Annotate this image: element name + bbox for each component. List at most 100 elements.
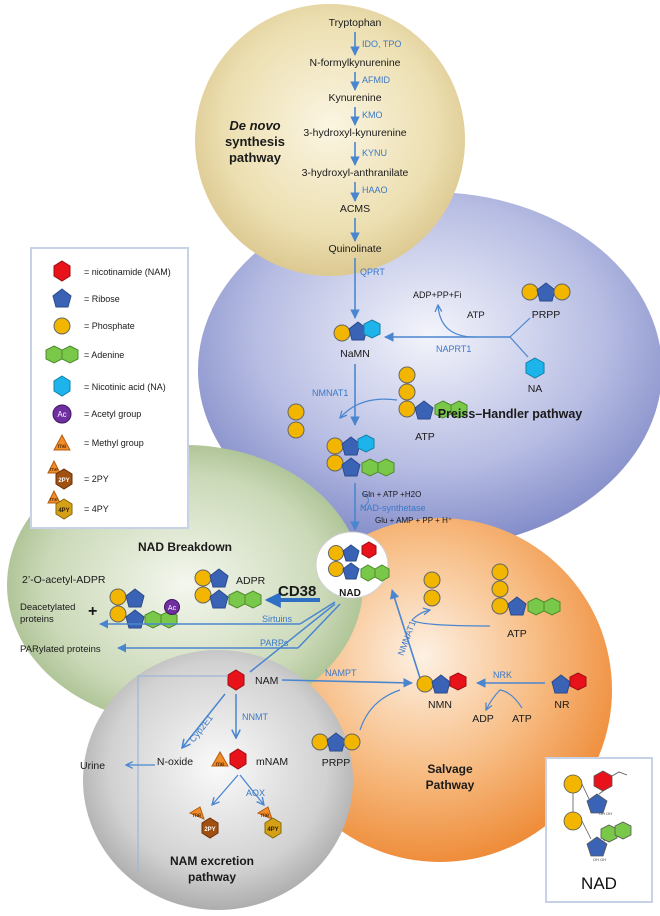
- salvage-title-line1: Salvage: [427, 762, 473, 776]
- yellow-circle-icon: [53, 317, 71, 335]
- arrow-atp-adp-nrk: [486, 689, 523, 710]
- line-nad-to-parps: [297, 603, 341, 649]
- legend-label-acetyl: = Acetyl group: [84, 409, 141, 419]
- 2py-molecule: me 2PY: [188, 806, 219, 839]
- arrow-nampt: [281, 678, 413, 688]
- enzyme-ido-tpo: IDO, TPO: [362, 39, 401, 49]
- excretion-region: [83, 650, 353, 910]
- 2py-icon: [47, 459, 73, 490]
- atp-label-salvage-2: ATP: [512, 713, 532, 725]
- svg-text:Ac: Ac: [168, 605, 177, 612]
- prpp-label-salvage: PRPP: [322, 757, 351, 769]
- prpp-molecule: [521, 282, 571, 302]
- phosphate-icon: [333, 324, 351, 342]
- arrow-aox-4py: [239, 774, 264, 805]
- step-n-formylkynurenine: N-formylkynurenine: [309, 57, 400, 69]
- legend-svg: = nicotinamide (NAM) = Ribose = Phosphat…: [45, 260, 171, 520]
- namn-label: NaMN: [340, 348, 370, 360]
- urine-bracket: [137, 675, 228, 873]
- orange-triangle-icon: [53, 433, 71, 451]
- enzyme-cd38: CD38: [278, 583, 316, 600]
- acetyl-adpr-label: 2’-O-acetyl-ADPR: [22, 574, 106, 586]
- cyan-hexagon-icon: [53, 375, 71, 397]
- 2py-legend-me: me: [50, 467, 58, 473]
- nam-label: NAM: [255, 675, 278, 687]
- arrow-cyp2e1: [182, 693, 226, 748]
- legend-panel: = nicotinamide (NAM) = Ribose = Phosphat…: [30, 247, 189, 529]
- line-prpp-join: [509, 317, 531, 338]
- arrow-atp-in: [340, 398, 398, 418]
- legend-label-nam: = nicotinamide (NAM): [84, 267, 171, 277]
- arrow-aox-2py: [212, 774, 239, 805]
- legend-item-4py: me 4PY = 4PY: [47, 489, 109, 520]
- mnam-me-glyph: me: [215, 761, 224, 768]
- step-kynurenine: Kynurenine: [328, 92, 381, 104]
- nad-structure-svg: OH OH OH OH NAD: [563, 770, 632, 893]
- enzyme-naprt1: NAPRT1: [436, 344, 471, 354]
- legend-label-adenine: = Adenine: [84, 350, 124, 360]
- enzyme-aox: AOX: [246, 788, 265, 798]
- legend-item-methyl: me = Methyl group: [53, 433, 144, 451]
- pyrophosphate-released: [287, 403, 305, 439]
- legend-label-4py: = 4PY: [84, 504, 109, 514]
- atp-molecule-preiss: [398, 366, 468, 420]
- 4py-glyph: 4PY: [267, 827, 278, 833]
- 4py-me-glyph: me: [261, 813, 270, 819]
- line-nad-to-nam: [249, 603, 336, 673]
- pp-released-salvage: [423, 571, 441, 607]
- denovo-pathway: Tryptophan N-formylkynurenine Kynurenine…: [225, 17, 409, 255]
- preiss-title: Preiss–Handler pathway: [438, 407, 583, 421]
- legend-item-adenine: = Adenine: [45, 345, 124, 364]
- 4py-icon: [47, 489, 73, 520]
- nr-molecule: [551, 672, 587, 694]
- enzyme-nampt: NAMPT: [325, 668, 357, 678]
- breakdown-title: NAD Breakdown: [138, 540, 232, 554]
- legend-item-2py: me 2PY = 2PY: [47, 459, 109, 490]
- line-na-join: [509, 336, 529, 358]
- adpr-label: ADPR: [236, 575, 266, 587]
- atp-label-salvage: ATP: [507, 628, 527, 640]
- adp-pp-pi-label: ADP+PP+Fi: [413, 290, 462, 300]
- 4py-molecule: me 4PY: [256, 806, 282, 839]
- denovo-region: [195, 4, 465, 276]
- excretion-title-line2: pathway: [188, 870, 236, 884]
- line-nad-to-sirtuins: [299, 601, 336, 625]
- enzyme-parps: PARPs: [260, 638, 289, 648]
- atp-molecule-salvage: [491, 563, 561, 616]
- nicotinic-acid-icon: [363, 319, 381, 339]
- denovo-title-line3: pathway: [229, 150, 282, 165]
- legend-item-phosphate: = Phosphate: [53, 317, 135, 335]
- step-quinolinate: Quinolinate: [328, 243, 381, 255]
- adpr-molecule: [194, 568, 262, 609]
- svg-text:OH OH: OH OH: [599, 811, 612, 816]
- 4py-legend-me: me: [50, 497, 58, 503]
- 2py-glyph: 2PY: [204, 827, 215, 833]
- step-3-hydroxyl-kynurenine: 3-hydroxyl-kynurenine: [303, 127, 406, 139]
- urine-label: Urine: [80, 760, 105, 772]
- namn-molecule: [333, 319, 381, 342]
- nmn-label: NMN: [428, 699, 452, 711]
- enzyme-nnmt: NNMT: [242, 712, 268, 722]
- 4py-legend-glyph: 4PY: [58, 508, 69, 514]
- legend-item-na: = Nicotinic acid (NA): [53, 375, 166, 397]
- enzyme-kmo: KMO: [362, 110, 383, 120]
- atp-label-preiss-2: ATP: [415, 431, 435, 443]
- enzyme-qprt: QPRT: [360, 267, 385, 277]
- enzyme-kynu: KYNU: [362, 148, 387, 158]
- denovo-title-line2: synthesis: [225, 134, 285, 149]
- nad-center-node: NAD: [315, 531, 390, 599]
- naad-molecule: [326, 434, 395, 477]
- step-tryptophan: Tryptophan: [329, 17, 382, 29]
- green-double-hexagon-icon: [45, 345, 79, 364]
- na-label: NA: [528, 383, 543, 395]
- acetyl-glyph: Ac: [57, 410, 66, 419]
- legend-label-ribose: = Ribose: [84, 294, 120, 304]
- noxide-label: N-oxide: [157, 756, 193, 768]
- enzyme-sirtuins: Sirtuins: [262, 614, 293, 624]
- enzyme-nrk: NRK: [493, 670, 512, 680]
- enzyme-afmid: AFMID: [362, 75, 390, 85]
- arrow-nmnat1-salvage: [390, 589, 421, 679]
- svg-text:OH OH: OH OH: [593, 857, 606, 862]
- mnam-label: mNAM: [256, 756, 288, 768]
